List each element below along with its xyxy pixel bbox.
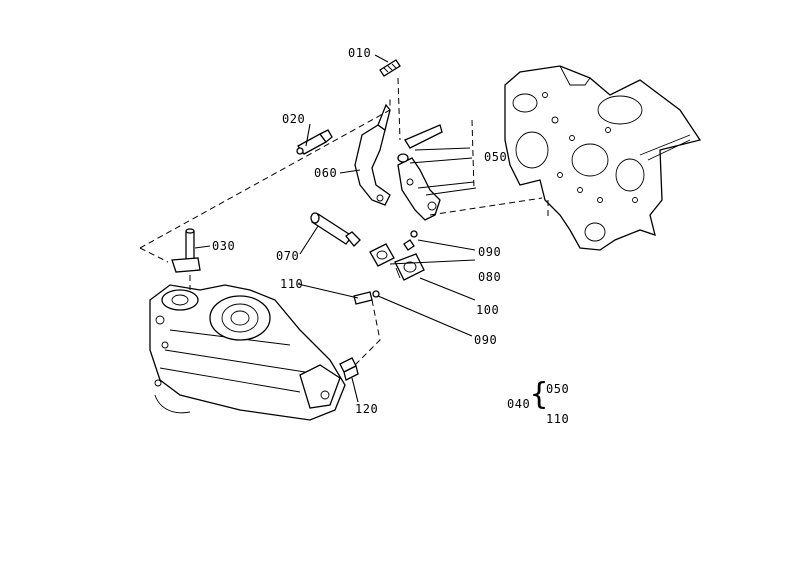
label-010: 010	[348, 46, 372, 60]
legend-brace: {	[530, 377, 549, 412]
legend-item-050: 050	[546, 382, 570, 396]
alignment-lines	[139, 77, 549, 366]
label-100: 100	[476, 303, 500, 317]
label-120: 120	[355, 402, 379, 416]
label-050: 050	[484, 150, 508, 164]
legend-item-110: 110	[546, 412, 570, 426]
legend-assembly-number: 040	[507, 397, 531, 411]
label-020: 020	[282, 112, 306, 126]
part-110-bolt	[353, 290, 380, 305]
part-070-shaft	[310, 212, 361, 247]
part-080-collar	[369, 243, 395, 267]
part-050-fork-lever	[397, 124, 443, 221]
part-030-lever	[171, 228, 201, 273]
gear-case-housing	[504, 65, 702, 251]
pump-housing	[149, 284, 346, 421]
part-120-stud	[339, 357, 359, 381]
part-010-screw	[379, 59, 401, 77]
label-090-lower: 090	[474, 333, 498, 347]
label-060: 060	[314, 166, 338, 180]
label-090-upper: 090	[478, 245, 502, 259]
part-100-block	[394, 253, 425, 281]
part-090-upper-pin	[403, 230, 418, 251]
label-070: 070	[276, 249, 300, 263]
label-080: 080	[478, 270, 502, 284]
part-020-plug	[296, 129, 333, 155]
leader-lines	[194, 54, 477, 403]
label-110: 110	[280, 277, 304, 291]
label-030: 030	[212, 239, 236, 253]
